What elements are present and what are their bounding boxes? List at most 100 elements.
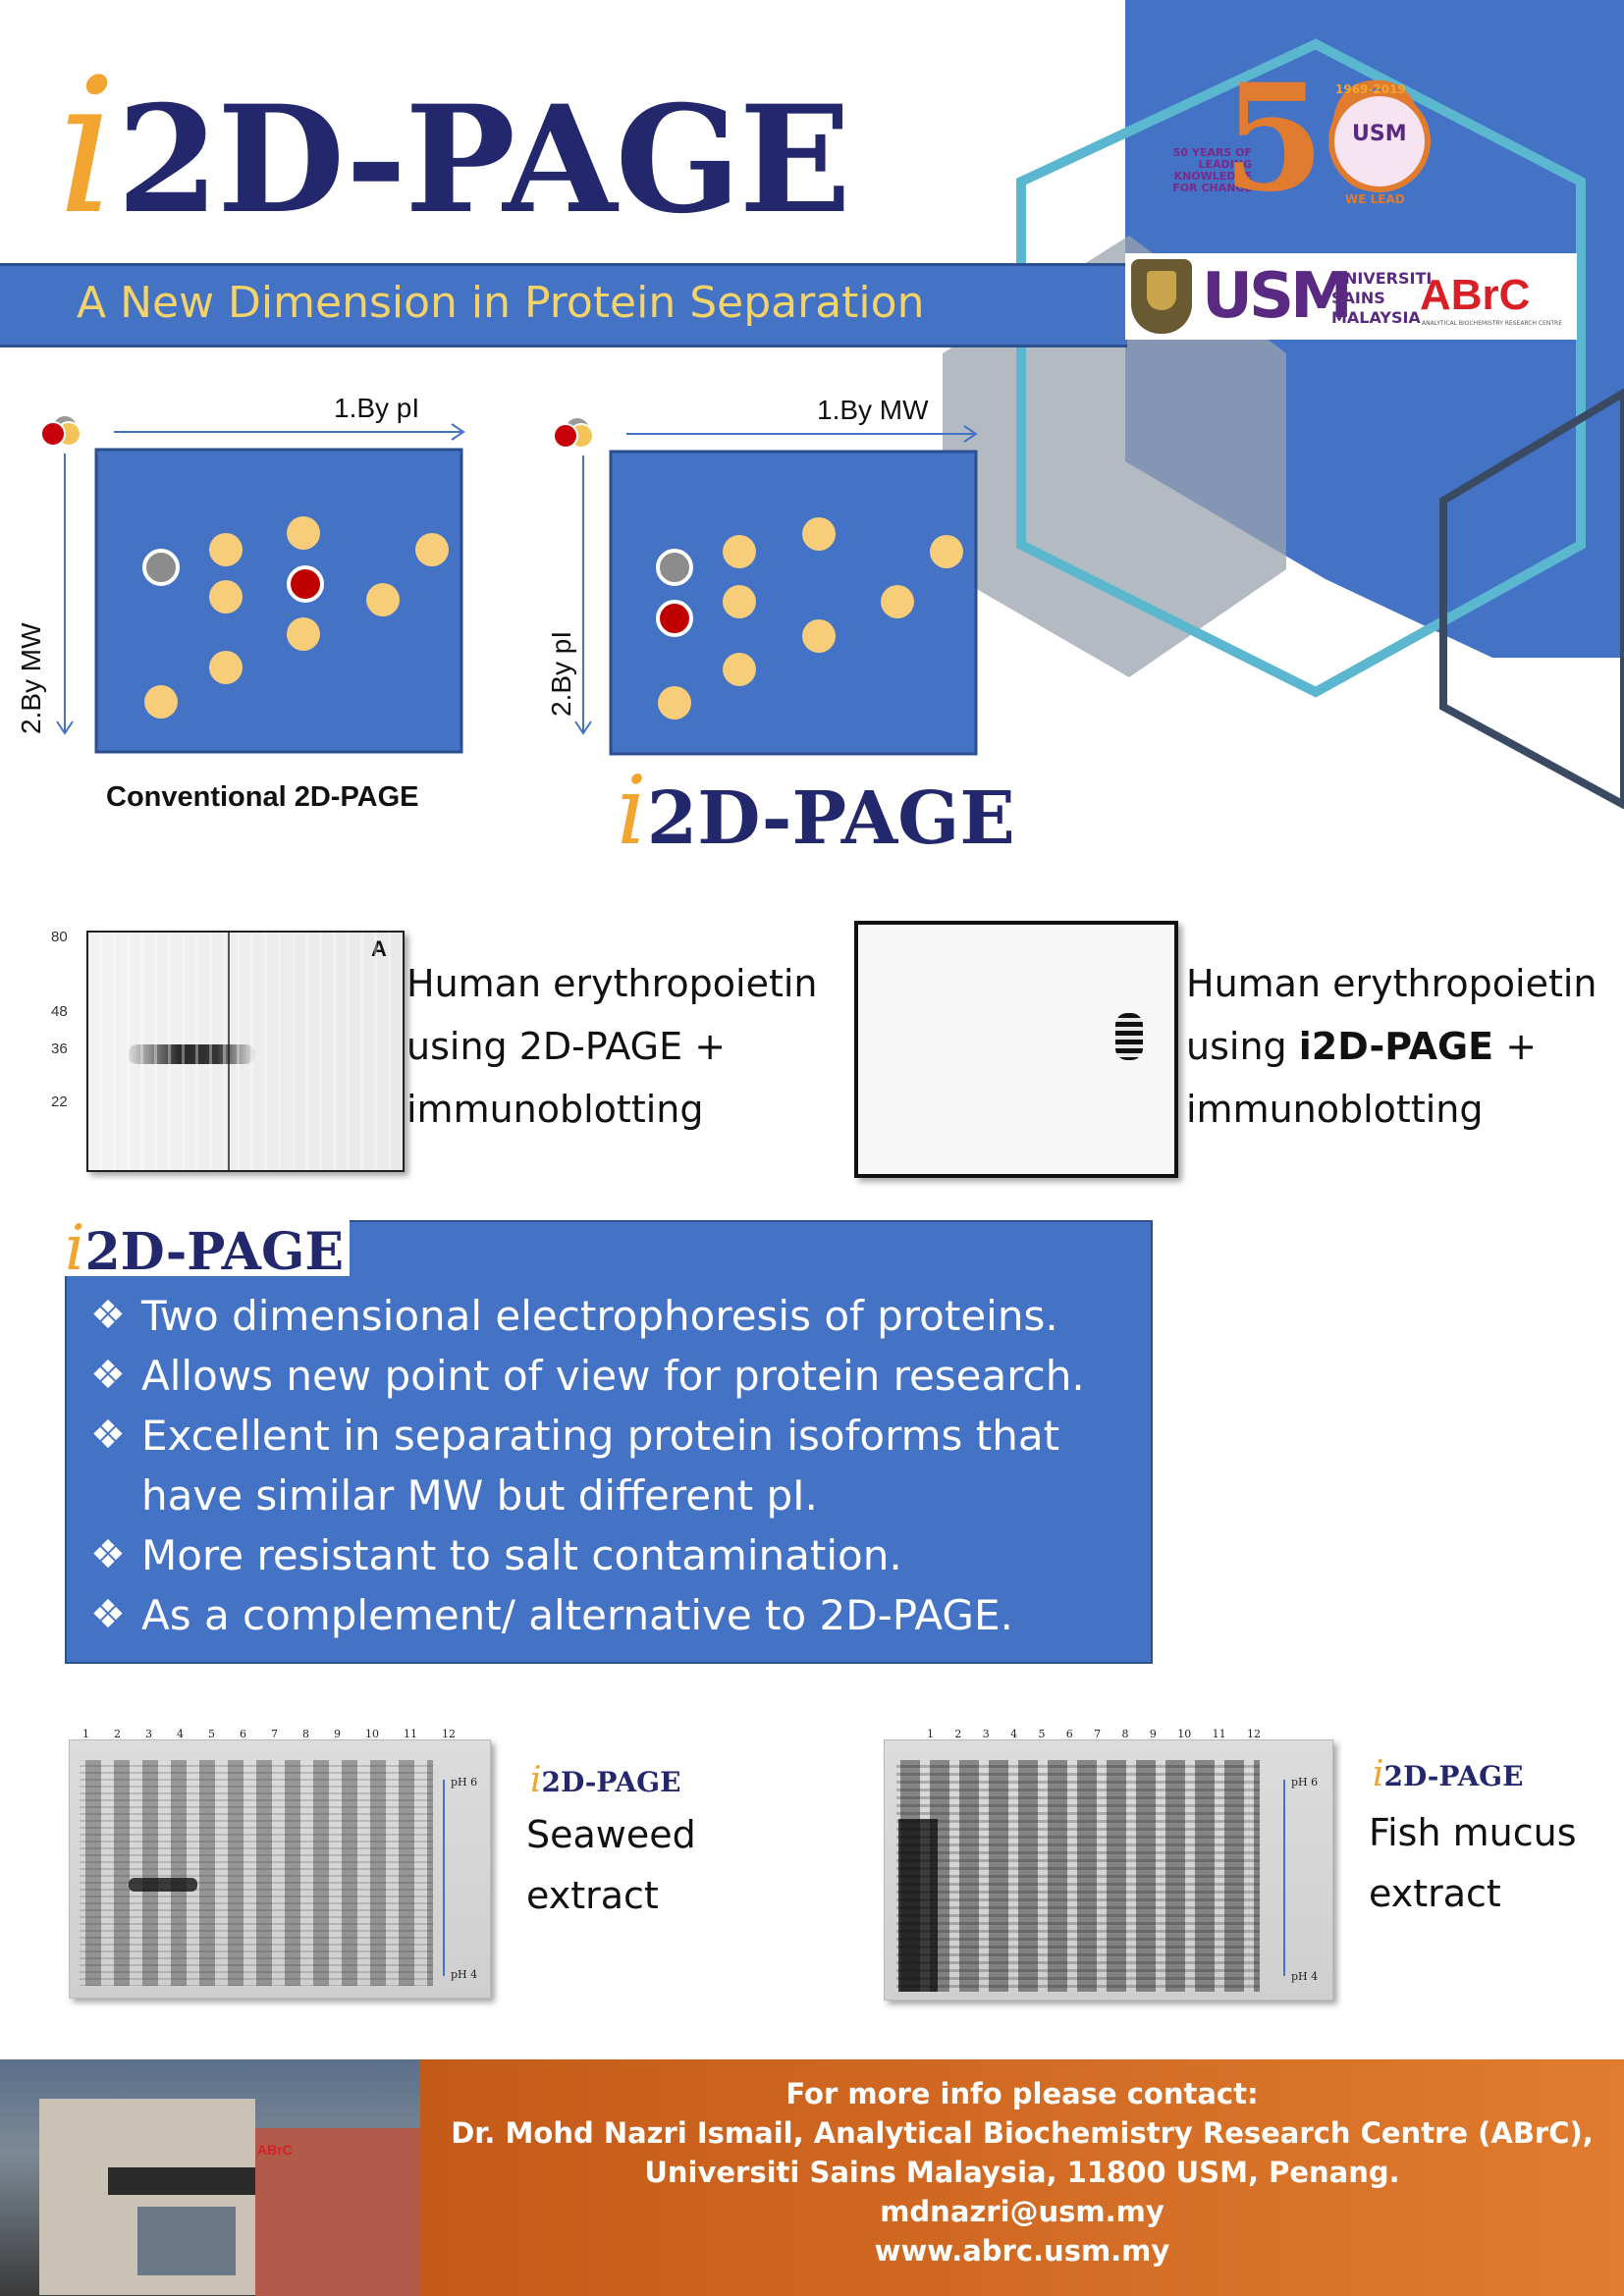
blot-left-line3: immunoblotting — [406, 1088, 704, 1131]
blot-right-line2-pre: using — [1186, 1025, 1299, 1068]
abrc-subtitle: ANALYTICAL BIOCHEMISTRY RESEARCH CENTRE — [1422, 320, 1563, 327]
spot-red — [656, 600, 693, 637]
protein-mixture-icon — [40, 416, 81, 447]
hexagon-teal-outline — [1016, 38, 1586, 698]
features-heading-i: i — [65, 1212, 85, 1285]
anniversary-text: 50 YEARS OF LEADING KNOWLEDGE FOR CHANGE — [1172, 146, 1252, 194]
blot-right-line2-post: + — [1493, 1025, 1538, 1068]
tagline-text: A New Dimension in Protein Separation — [77, 278, 925, 328]
conventional-x-label: 1.By pI — [334, 393, 420, 423]
university-name: UNIVERSITI SAINS MALAYSIA — [1331, 269, 1433, 327]
blot-panel-letter: A — [371, 936, 387, 962]
bullet-icon: ❖ — [90, 1592, 126, 1637]
i2d-x-label: 1.By MW — [817, 395, 929, 425]
usm-50-years-logo: 50 YEARS OF LEADING KNOWLEDGE FOR CHANGE… — [1149, 65, 1443, 219]
ph-top-label: pH 6 — [1291, 1776, 1319, 1789]
blot-left-line1: Human erythropoietin — [406, 962, 818, 1005]
anniversary-range: 1969-2019 — [1335, 82, 1406, 96]
erythropoietin-spot — [1115, 1013, 1143, 1060]
ph-gradient-arrow — [443, 1780, 445, 1976]
seaweed-caption: Seaweed extract — [526, 1804, 696, 1926]
spot-gray — [142, 549, 180, 586]
mw-marker-48: 48 — [51, 1003, 68, 1020]
i2d-caption-i: i — [617, 756, 647, 866]
fish-caption-line2: extract — [1369, 1872, 1501, 1915]
feature-item: ❖Allows new point of view for protein re… — [90, 1346, 1131, 1406]
contact-footer: For more info please contact: Dr. Mohd N… — [420, 2059, 1624, 2296]
bullet-icon: ❖ — [90, 1353, 126, 1398]
blot-right-description: Human erythropoietin using i2D-PAGE + im… — [1186, 952, 1597, 1141]
blot-right-line2-bold: i2D-PAGE — [1298, 1025, 1494, 1068]
gel-panel — [94, 448, 463, 754]
ph-bottom-label: pH 4 — [451, 1968, 478, 1981]
i2d-caption-text: 2D-PAGE — [646, 776, 1015, 861]
footer-email[interactable]: mdnazri@usm.my — [880, 2195, 1164, 2228]
logo-title: 2D-PAGE — [116, 74, 851, 246]
mw-marker-36: 36 — [51, 1041, 68, 1057]
blot-left-line2: using 2D-PAGE + — [406, 1025, 727, 1068]
mw-marker-80: 80 — [51, 929, 68, 945]
conventional-2d-diagram — [40, 416, 465, 754]
i2d-page-diagram — [553, 418, 978, 756]
fish-mucus-gel-image: pH 6 pH 4 — [884, 1739, 1333, 2001]
bullet-icon: ❖ — [90, 1532, 126, 1577]
usm-wordmark: USM — [1202, 260, 1353, 333]
feature-item: ❖Excellent in separating protein isoform… — [90, 1406, 1131, 1525]
footer-line2: Dr. Mohd Nazri Ismail, Analytical Bioche… — [451, 2116, 1594, 2150]
ph-bottom-label: pH 4 — [1291, 1970, 1319, 1983]
blot-right-line1: Human erythropoietin — [1186, 962, 1597, 1005]
seaweed-caption-line1: Seaweed — [526, 1813, 696, 1856]
conventional-y-label: 2.By MW — [16, 622, 46, 734]
bullet-icon: ❖ — [90, 1293, 126, 1338]
partner-logo-strip: USM UNIVERSITI SAINS MALAYSIA ABrC ANALY… — [1125, 253, 1577, 340]
conventional-caption: Conventional 2D-PAGE — [106, 781, 419, 813]
ph-top-label: pH 6 — [451, 1776, 478, 1789]
ring-usm-text: USM — [1352, 122, 1407, 146]
fish-tag: i2D-PAGE — [1373, 1755, 1523, 1796]
protein-mixture-icon — [553, 418, 594, 449]
features-heading: i2D-PAGE — [65, 1217, 350, 1282]
building-sign: ABrC — [257, 2142, 293, 2158]
fish-caption-line1: Fish mucus — [1369, 1811, 1577, 1854]
tagline-banner: A New Dimension in Protein Separation — [0, 263, 1127, 347]
building-photo: ABrC — [0, 2059, 420, 2296]
seaweed-gel-image: pH 6 pH 4 — [69, 1739, 491, 1999]
hexagon-slate-outline — [1439, 388, 1624, 810]
footer-line3: Universiti Sains Malaysia, 11800 USM, Pe… — [644, 2156, 1400, 2189]
blot-i2d-page-image — [854, 921, 1178, 1178]
bullet-icon: ❖ — [90, 1413, 126, 1458]
blot-2d-page-image: A — [86, 931, 405, 1172]
erythropoietin-band — [128, 1044, 255, 1064]
feature-item: ❖More resistant to salt contamination. — [90, 1525, 1131, 1585]
fish-caption: Fish mucus extract — [1369, 1802, 1577, 1924]
blot-right-line3: immunoblotting — [1186, 1088, 1484, 1131]
seaweed-tag: i2D-PAGE — [530, 1761, 680, 1802]
seaweed-tag-i: i — [530, 1760, 542, 1800]
anniversary-slogan: WE LEAD — [1345, 192, 1405, 206]
blot-left-description: Human erythropoietin using 2D-PAGE + imm… — [406, 952, 817, 1141]
features-box — [65, 1220, 1153, 1664]
abrc-wordmark: ABrC — [1420, 271, 1531, 319]
ph-gradient-arrow — [1283, 1780, 1285, 1976]
features-heading-text: 2D-PAGE — [84, 1222, 344, 1282]
spot-gray — [656, 549, 693, 586]
i2d-caption-logo: i2D-PAGE — [617, 762, 1015, 868]
seaweed-tag-text: 2D-PAGE — [541, 1766, 681, 1798]
features-list: ❖Two dimensional electrophoresis of prot… — [90, 1286, 1131, 1645]
fish-tag-text: 2D-PAGE — [1383, 1760, 1524, 1792]
fish-tag-i: i — [1373, 1754, 1384, 1794]
main-logo: i2D-PAGE — [57, 49, 851, 247]
seaweed-caption-line2: extract — [526, 1874, 659, 1917]
university-crest-icon — [1131, 259, 1192, 334]
mw-marker-22: 22 — [51, 1094, 68, 1110]
i2d-y-label: 2.By pI — [546, 630, 576, 717]
anniversary-ring: USM — [1328, 90, 1431, 192]
footer-website[interactable]: www.abrc.usm.my — [874, 2234, 1170, 2268]
blot-right-line2: using i2D-PAGE + — [1186, 1015, 1597, 1078]
spot-red — [287, 565, 324, 603]
feature-item: ❖Two dimensional electrophoresis of prot… — [90, 1286, 1131, 1346]
footer-line1: For more info please contact: — [785, 2077, 1259, 2110]
feature-item: ❖As a complement/ alternative to 2D-PAGE… — [90, 1585, 1131, 1645]
